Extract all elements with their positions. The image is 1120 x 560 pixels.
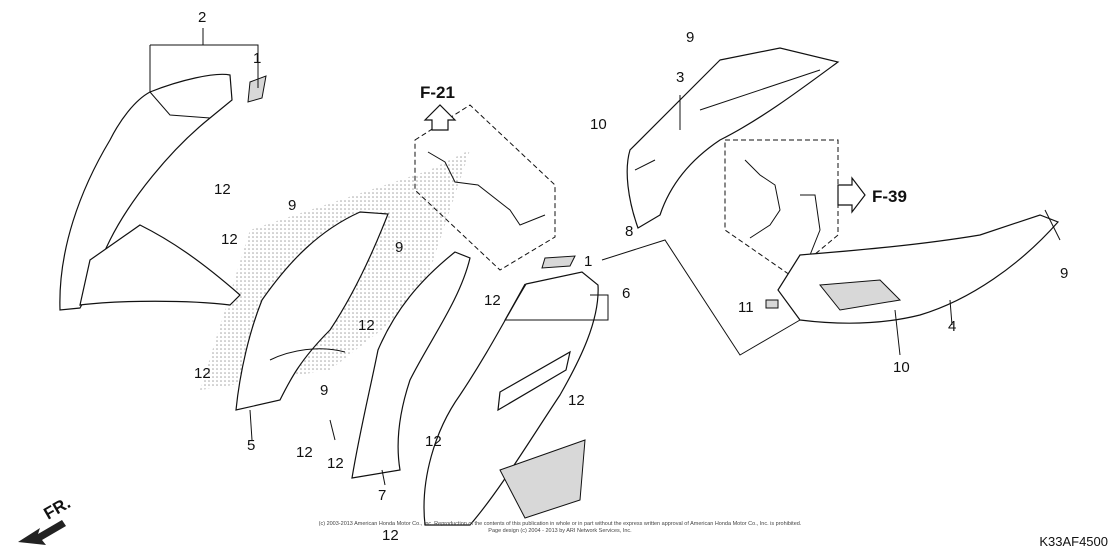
label-part-3: 3 (676, 69, 684, 86)
label-part-1b: 1 (584, 253, 592, 270)
part-3-ridge (699, 69, 821, 111)
label-part-5: 5 (247, 437, 255, 454)
label-part-9a: 9 (288, 197, 296, 214)
f39-bracket-a[interactable] (744, 159, 781, 239)
part-7-side-panel[interactable] (351, 251, 471, 479)
part-6-logo-area (497, 350, 571, 412)
copyright-line-2: Page design (c) 2004 - 2013 by ARI Netwo… (488, 528, 632, 534)
label-part-12b: 12 (221, 231, 238, 248)
part-1-emblem-right[interactable] (541, 255, 576, 269)
copyright-line-1: (c) 2003-2013 American Honda Motor Co., … (318, 521, 802, 527)
part-5-stay (269, 348, 346, 361)
label-part-10b: 10 (893, 359, 910, 376)
label-part-9e: 9 (1060, 265, 1068, 282)
part-11-grommet[interactable] (765, 299, 779, 309)
label-part-9b: 9 (395, 239, 403, 256)
f21-bracket-box (414, 104, 556, 271)
f39-bracket-box (724, 139, 839, 276)
label-part-12f: 12 (327, 455, 344, 472)
front-direction-arrow (18, 520, 66, 545)
f21-arrow (423, 104, 457, 131)
label-part-9c: 9 (320, 382, 328, 399)
label-part-12j: 12 (382, 527, 399, 544)
part-2-inner-panel (79, 224, 241, 306)
part-5-inner-panel[interactable] (235, 211, 389, 411)
part-6-lower-fin (499, 439, 586, 519)
label-part-12e: 12 (296, 444, 313, 461)
label-part-7: 7 (378, 487, 386, 504)
front-label: FR. (41, 493, 74, 523)
diagram-code: K33AF4500 (1039, 534, 1108, 549)
label-part-12d: 12 (358, 317, 375, 334)
f39-arrow (837, 176, 866, 214)
label-part-12h: 12 (425, 433, 442, 450)
part-4-lower-panel (819, 279, 902, 311)
label-part-12c: 12 (194, 365, 211, 382)
leader-lines (149, 28, 1061, 486)
part-2-edge (149, 91, 211, 119)
f21-bracket[interactable] (427, 151, 546, 226)
label-part-10a: 10 (590, 116, 607, 133)
label-part-4: 4 (948, 318, 956, 335)
part-1-emblem-left[interactable] (247, 75, 267, 103)
label-part-12g: 12 (484, 292, 501, 309)
label-part-2: 2 (198, 9, 206, 26)
label-part-6: 6 (622, 285, 630, 302)
label-part-9d: 9 (686, 29, 694, 46)
part-3-upper-right-cowl[interactable] (626, 47, 840, 229)
label-part-8: 8 (625, 223, 633, 240)
ref-f39[interactable]: F-39 (872, 187, 907, 206)
copyright-notice: (c) 2003-2013 American Honda Motor Co., … (300, 521, 820, 535)
label-part-12i: 12 (568, 392, 585, 409)
label-part-1a: 1 (253, 50, 261, 67)
label-part-12a: 12 (214, 181, 231, 198)
ref-f21[interactable]: F-21 (420, 83, 455, 102)
label-part-11: 11 (738, 299, 754, 316)
